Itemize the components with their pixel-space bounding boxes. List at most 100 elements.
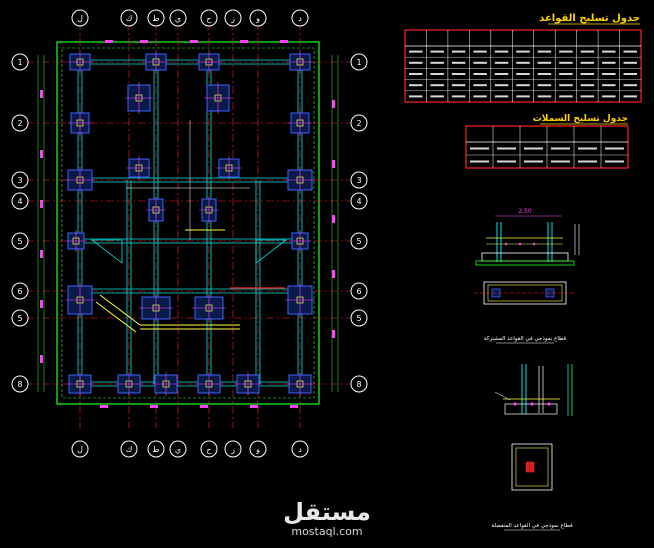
table-cell-content [516,61,530,64]
table-cell-content [580,50,595,53]
table-cell-content [409,84,423,87]
table-cell-content [430,84,444,87]
table-cell-content [602,95,616,98]
axis-bubble [169,440,187,458]
axis-bubble [350,309,368,327]
table-cell-content [451,95,466,98]
axis-bubble [350,375,368,393]
dimension-marks [40,40,335,408]
axis-bubble [224,440,242,458]
axis-bubble [350,232,368,250]
axis-bubble [11,309,29,327]
table-cell-content [559,73,573,75]
table-cell-content [409,50,423,53]
footings-schedule-frame [404,29,642,103]
axis-bubble [71,440,89,458]
axis-bubble-label: 4 [356,197,361,206]
table-cell-content [551,160,570,163]
table-cell-content [451,84,466,87]
dimension-mark [40,250,43,258]
hatched-footing [90,239,123,264]
combined-footing-caption: قطاع نموذجي في القواعد المشتركة [484,335,567,342]
table-cell-content [473,95,487,98]
hatched-footing [255,239,288,264]
axis-bubble-label: 3 [17,176,22,185]
table-cell-content [470,160,489,163]
axis-bubble-label: ك [126,445,133,454]
axis-bubble-label: 5 [17,314,22,323]
dimension-mark [190,40,198,43]
axis-bubble [200,9,218,27]
dimension-mark [105,40,113,43]
table-cell-content [623,84,637,87]
table-cell-content [623,95,637,98]
table-cell-content [580,95,595,98]
dimension-mark [100,405,108,408]
table-cell-content [516,95,530,98]
table-cell-content [494,61,509,64]
isolated-footing-section: قطاع نموذجي في القواعد المنفصلة [491,364,573,531]
table-cell-content [451,61,466,64]
footings-schedule-title: جدول تسليح القواعد [539,13,640,24]
table-cell-content [537,84,552,87]
dimension-mark [280,40,288,43]
axis-bubble-label: ل [77,14,83,23]
axis-bubble [11,232,29,250]
table-cell-content [470,147,489,150]
table-cell-content [551,147,570,150]
dimension-mark [250,405,258,408]
table-cell-content [623,61,637,64]
axis-bubble [169,9,187,27]
table-cell-content [578,160,597,163]
axis-bubble-label: ط [152,14,159,23]
axis-bubble-label: ي [175,14,181,23]
axis-bubble-label: 8 [17,380,22,389]
table-cell-content [602,50,616,53]
axis-bubble [350,53,368,71]
table-cell-content [409,73,423,75]
axis-bubble [11,114,29,132]
axis-bubble [71,9,89,27]
table-cell-content [605,160,624,163]
table-cell-content [494,95,509,98]
dimension-mark [332,100,335,108]
axis-bubble-label: 6 [356,287,361,296]
axis-bubble [350,171,368,189]
table-cell-content [473,61,487,64]
axis-bubble [11,53,29,71]
plan-outer-boundary [56,41,320,405]
axis-bubble-label: 5 [17,237,22,246]
rebar-line [95,301,137,333]
axis-bubble [200,440,218,458]
combined-footing-section: 2.50 قطاع نموذجي في القواعد المشتركة [474,208,580,344]
axis-bubble-label: 2 [17,119,22,128]
axis-bubble [11,282,29,300]
table-cell-content [430,95,444,98]
axis-bubble [249,9,267,27]
axis-bubble [291,9,309,27]
dimension-mark [150,405,158,408]
table-cell-content [524,147,543,150]
axis-bubble-label: ل [77,445,83,454]
axis-bubble [11,192,29,210]
axis-bubble-label: 2 [356,119,361,128]
tie-beams [77,59,303,387]
dimension-mark [40,300,43,308]
table-cell-content [537,95,552,98]
table-cell-content [602,61,616,64]
watermark-logo: مستقل [283,498,371,526]
beams-schedule: جدول تسليح السملات [465,114,629,169]
dimension-mark [40,150,43,158]
table-cell-content [409,95,423,98]
axis-bubble [224,9,242,27]
axis-bubble [249,440,267,458]
axis-bubble-label: 1 [356,58,361,67]
table-cell-content [430,61,444,64]
table-cell-content [559,61,573,64]
axis-bubble [120,9,138,27]
table-cell-content [494,73,509,75]
table-cell-content [559,50,573,53]
